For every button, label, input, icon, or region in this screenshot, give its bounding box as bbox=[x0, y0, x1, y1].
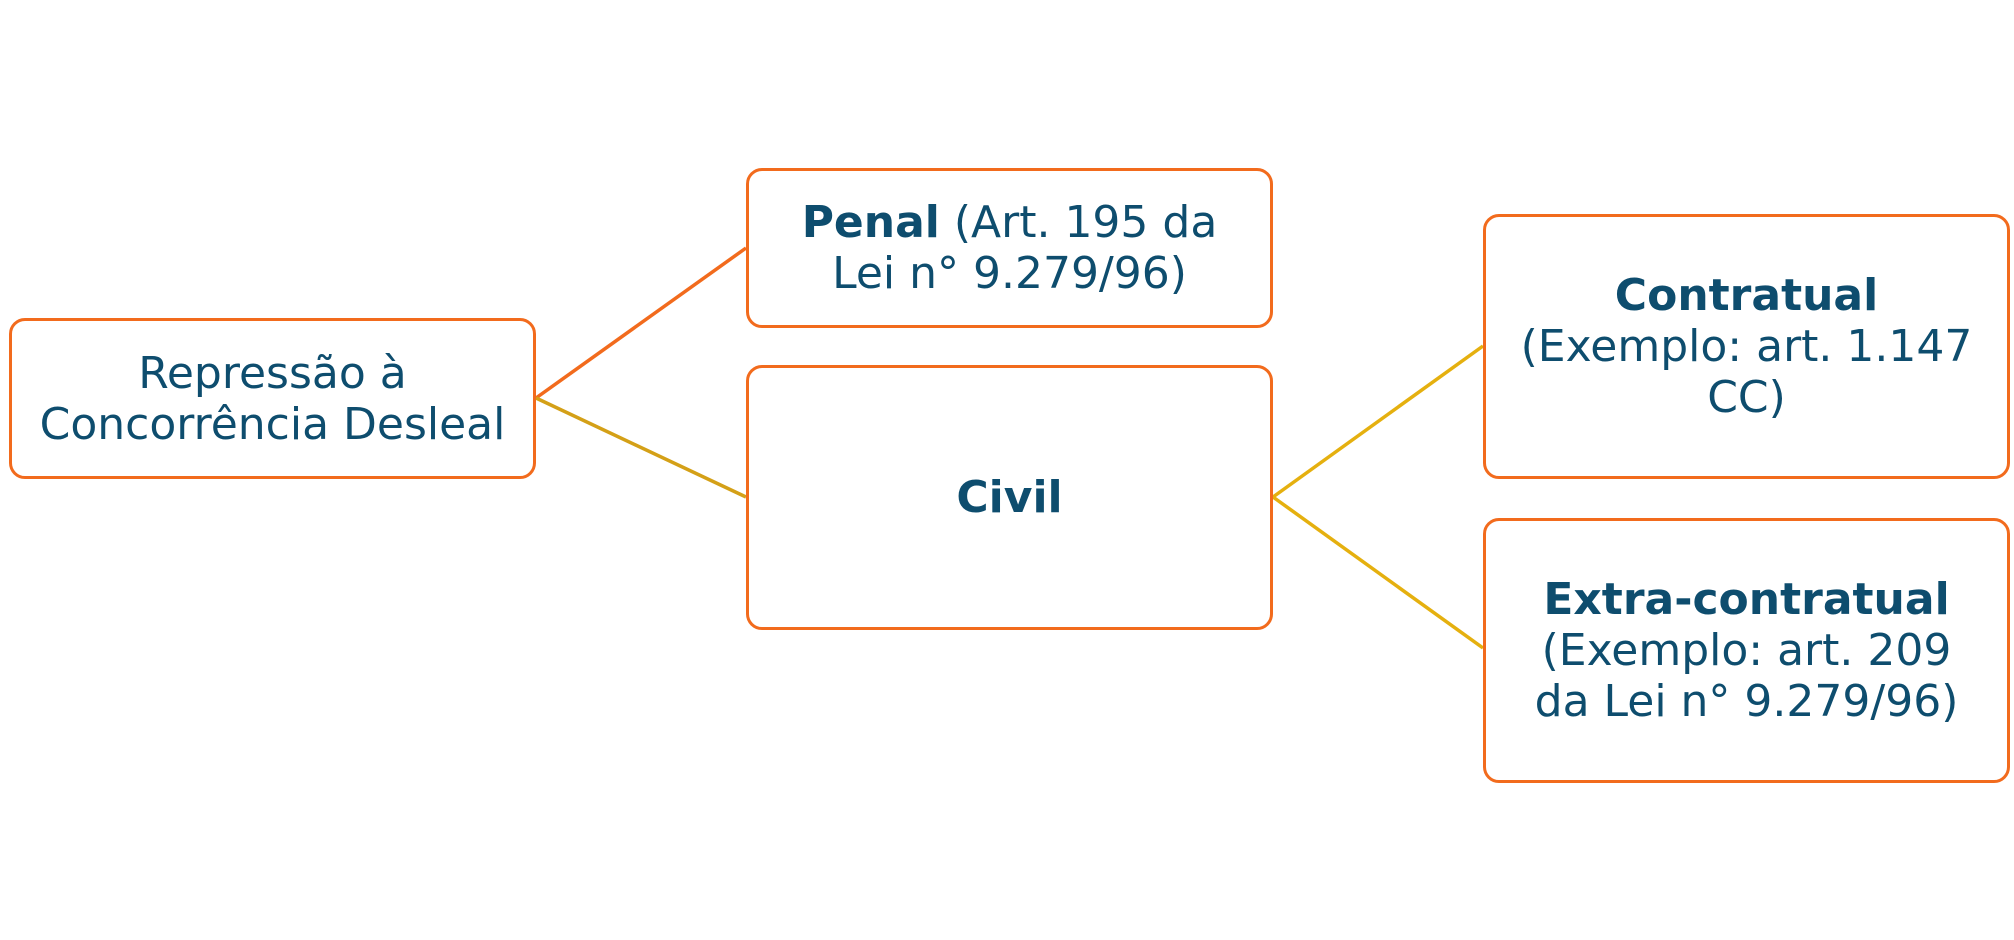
node-contratual: Contratual (Exemplo: art. 1.147 CC) bbox=[1483, 214, 2010, 479]
connector-civil-extracontratual bbox=[1271, 495, 1485, 650]
penal-title: Penal bbox=[801, 197, 940, 248]
connector-civil-contratual bbox=[1271, 344, 1485, 499]
connector-root-civil bbox=[535, 396, 747, 499]
root-line-2: Concorrência Desleal bbox=[39, 398, 506, 450]
node-civil: Civil bbox=[746, 365, 1273, 630]
contratual-line-3: CC) bbox=[1707, 372, 1786, 423]
node-penal: Penal (Art. 195 da Lei n° 9.279/96) bbox=[746, 168, 1273, 328]
contratual-title: Contratual bbox=[1614, 270, 1879, 321]
civil-title: Civil bbox=[956, 472, 1063, 523]
connector-root-penal bbox=[534, 246, 748, 400]
extracontratual-line-3: da Lei n° 9.279/96) bbox=[1534, 676, 1959, 727]
node-extracontratual: Extra-contratual (Exemplo: art. 209 da L… bbox=[1483, 518, 2010, 783]
penal-line-1: Penal (Art. 195 da bbox=[802, 197, 1218, 248]
extracontratual-title: Extra-contratual bbox=[1543, 574, 1950, 625]
extracontratual-line-2: (Exemplo: art. 209 bbox=[1541, 625, 1952, 676]
penal-line-2: Lei n° 9.279/96) bbox=[832, 248, 1187, 299]
contratual-line-2: (Exemplo: art. 1.147 bbox=[1520, 321, 1973, 372]
penal-ref-part1: (Art. 195 da bbox=[939, 197, 1218, 248]
node-repressao-concorrencia-desleal: Repressão à Concorrência Desleal bbox=[9, 318, 536, 479]
root-line-1: Repressão à bbox=[138, 347, 407, 399]
